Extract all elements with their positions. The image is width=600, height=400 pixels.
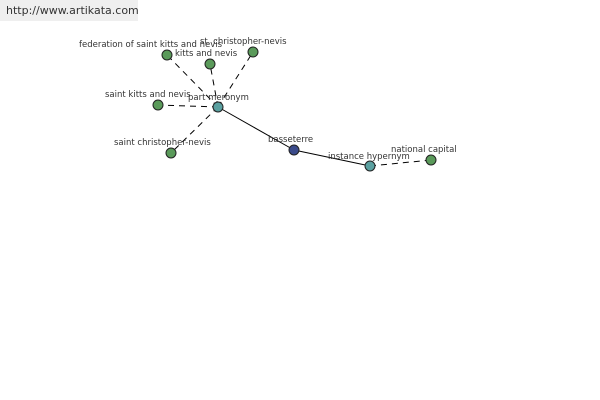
graph-nodes <box>152 46 437 172</box>
node-saint-kitts-and-nevis[interactable] <box>152 99 164 111</box>
edge-part-meronym-federation <box>166 54 219 108</box>
label-kitts-and-nevis: kitts and nevis <box>175 49 238 59</box>
node-instance-hypernym[interactable] <box>364 160 376 172</box>
edge-part-meronym-kitts-and-nevis <box>209 63 219 108</box>
node-kitts-and-nevis[interactable] <box>204 58 216 70</box>
node-national-capital[interactable] <box>425 154 437 166</box>
label-basseterre: basseterre <box>268 135 313 145</box>
label-part-meronym: part meronym <box>188 93 249 103</box>
edge-basseterre-part-meronym <box>217 106 295 151</box>
label-st-christopher-nevis: st. christopher-nevis <box>200 37 287 47</box>
edge-basseterre-instance-hypernym <box>293 149 371 167</box>
graph-labels: federation of saint kitts and nevis kitt… <box>79 37 457 162</box>
node-saint-christopher-nevis[interactable] <box>165 147 177 159</box>
artikata-url: http://www.artikata.com <box>0 0 139 21</box>
label-national-capital: national capital <box>391 145 457 155</box>
graph-edges <box>157 51 432 167</box>
label-saint-christopher-nevis: saint christopher-nevis <box>114 138 211 148</box>
label-federation: federation of saint kitts and nevis <box>79 40 223 50</box>
node-federation[interactable] <box>161 49 173 61</box>
label-instance-hypernym: instance hypernym <box>328 152 410 162</box>
node-st-christopher-nevis[interactable] <box>247 46 259 58</box>
label-saint-kitts-and-nevis: saint kitts and nevis <box>105 90 191 100</box>
node-basseterre[interactable] <box>288 144 300 156</box>
node-part-meronym[interactable] <box>212 101 224 113</box>
edge-part-meronym-saint-kitts-and-nevis <box>157 104 219 108</box>
